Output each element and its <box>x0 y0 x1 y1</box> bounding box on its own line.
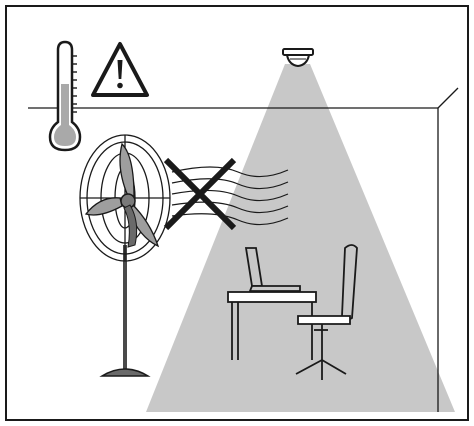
fan-pole <box>123 245 127 373</box>
thermometer-icon <box>50 42 80 150</box>
standing-fan-icon <box>80 135 170 376</box>
ceiling-corner-line <box>438 88 458 108</box>
warning-triangle-icon <box>93 44 147 95</box>
ceiling-sensor-icon <box>283 49 313 66</box>
cross-mark-icon <box>166 160 234 228</box>
detection-cone <box>146 64 455 412</box>
fan-base <box>102 369 148 376</box>
